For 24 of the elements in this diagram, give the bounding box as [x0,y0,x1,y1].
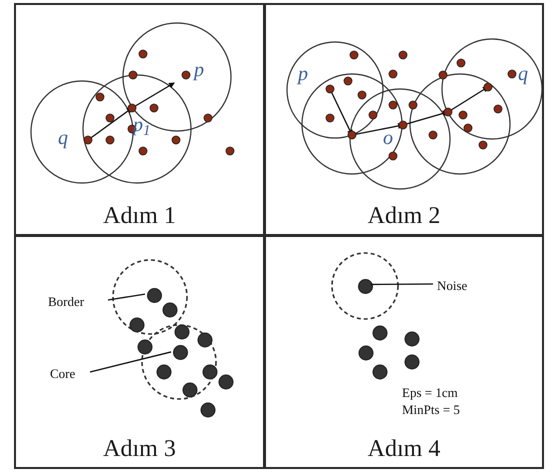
step-caption: Adım 4 [366,437,442,461]
step-panel [14,235,265,469]
point-label: p$_{1}$ [133,115,150,135]
parameter-text: MinPts = 5 [402,401,460,418]
data-point [173,345,188,360]
point-label: o [383,128,393,148]
step-caption: Adım 2 [366,204,442,228]
data-point [358,279,373,294]
step-panel [264,3,544,236]
point-label: p [298,64,308,84]
annotation-text: Core [50,365,90,383]
step-caption: Adım 3 [102,437,177,461]
parameter-text: Eps = 1cm [402,384,458,401]
annotation-text: Noise [437,277,483,295]
annotation-text: Border [48,293,108,311]
step-panel [14,3,265,236]
data-point [147,288,162,303]
leader-line [90,351,172,373]
step-panel [264,235,544,469]
step-caption: Adım 1 [102,204,177,228]
point-label: p [194,60,204,80]
leader-line [371,283,433,286]
point-label: q [58,128,68,148]
point-label: q [518,64,528,84]
